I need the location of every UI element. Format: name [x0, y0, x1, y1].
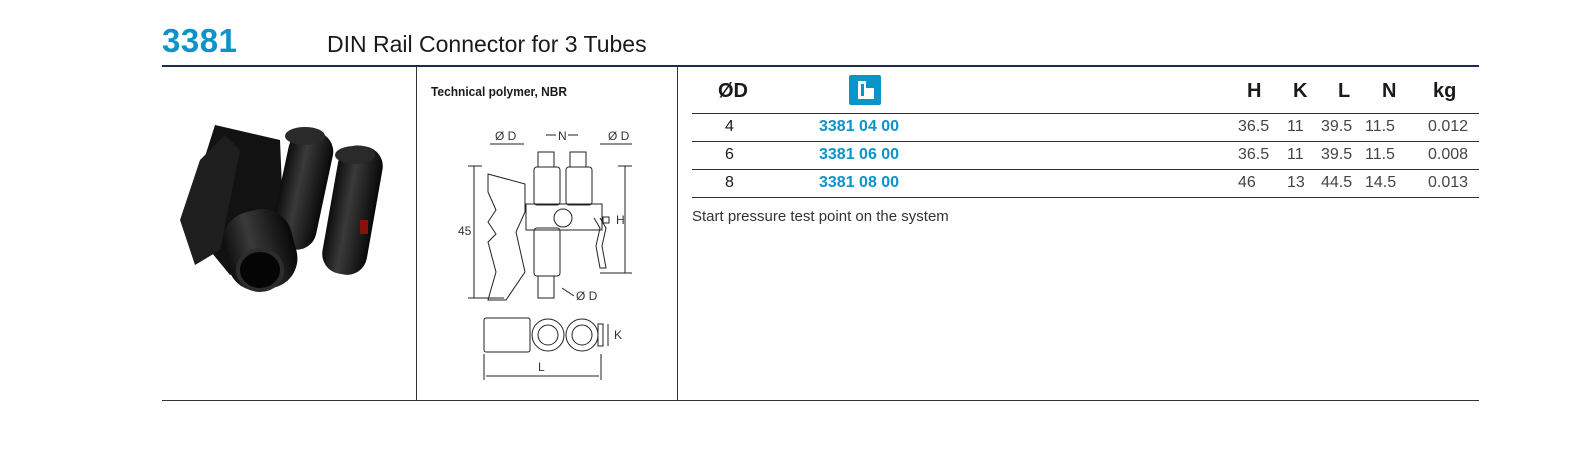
table-rule: [692, 141, 1479, 142]
material-label: Technical polymer, NBR: [431, 84, 568, 99]
product-title: DIN Rail Connector for 3 Tubes: [327, 31, 647, 57]
label-od-top-right: Ø D: [608, 129, 630, 143]
part-number[interactable]: 3381 06 00: [819, 146, 900, 163]
col-header-od: ØD: [718, 80, 748, 102]
label-od-bottom: Ø D: [576, 289, 598, 303]
label-n: N: [558, 129, 567, 143]
table-rule: [692, 197, 1479, 198]
part-number[interactable]: 3381 08 00: [819, 174, 900, 191]
label-k: K: [614, 328, 622, 342]
col-header-n: N: [1382, 80, 1397, 102]
table-row: 8 3381 08 00 46 13 44.5 14.5 0.013: [725, 174, 1469, 191]
label-od-top-left: Ø D: [495, 129, 517, 143]
technical-drawing: Ø D N Ø D 45 H Ø D K L: [458, 129, 632, 380]
col-header-h: H: [1247, 80, 1262, 102]
product-code: 3381: [162, 22, 238, 59]
table-rule: [692, 169, 1479, 170]
part-number[interactable]: 3381 04 00: [819, 118, 900, 135]
product-photo: [180, 125, 383, 292]
table-note: Start pressure test point on the system: [692, 208, 949, 225]
label-45: 45: [458, 224, 472, 238]
footer-rule: [162, 400, 1479, 401]
table-row: 4 3381 04 00 36.5 11 39.5 11.5 0.012: [725, 118, 1469, 135]
col-header-l: L: [1338, 80, 1351, 102]
col-header-k: K: [1293, 80, 1308, 102]
divider-left: [416, 67, 417, 401]
catalog-reference-icon: [849, 75, 881, 105]
label-l: L: [538, 360, 545, 374]
table-rule: [692, 113, 1479, 114]
label-h: H: [616, 213, 625, 227]
table-row: 6 3381 06 00 36.5 11 39.5 11.5 0.008: [725, 146, 1469, 163]
header-rule: [162, 65, 1479, 67]
col-header-kg: kg: [1433, 80, 1457, 102]
divider-right: [677, 67, 678, 401]
